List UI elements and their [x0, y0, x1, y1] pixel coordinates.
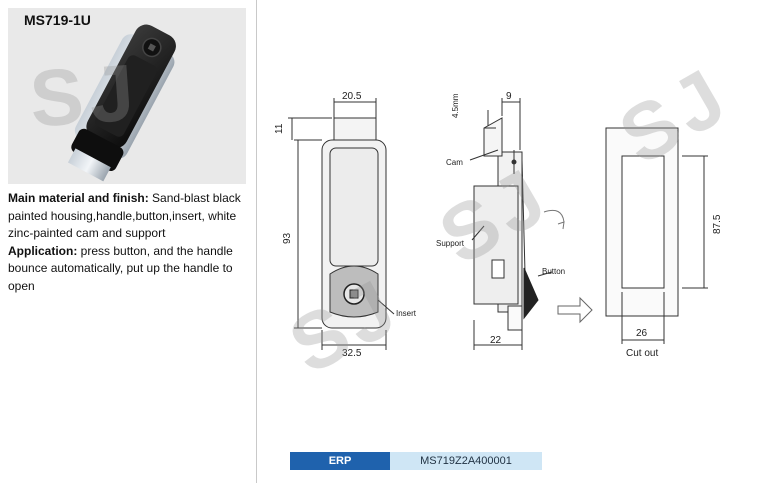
- cutout-view: [605, 127, 708, 344]
- product-description: Main material and finish: Sand-blast bla…: [8, 190, 254, 295]
- front-dim-top: 20.5: [342, 91, 362, 102]
- product-photo: MS719-1U: [8, 8, 246, 184]
- cutout-dim-height: 87.5: [712, 214, 723, 234]
- cutout-label: Cut out: [626, 348, 658, 359]
- front-dim-top-offset: 11: [274, 123, 285, 134]
- panel-divider: [256, 0, 257, 483]
- front-view: [288, 98, 395, 350]
- side-dim-bottom: 22: [490, 335, 502, 346]
- front-dim-height: 93: [282, 232, 293, 244]
- label-button: Button: [542, 267, 565, 276]
- application-label: Application:: [8, 243, 78, 258]
- side-dim-cam: 4.5mm: [451, 93, 460, 118]
- erp-label: ERP: [290, 452, 390, 470]
- material-label: Main material and finish:: [8, 191, 149, 205]
- erp-value: MS719Z2A400001: [390, 452, 542, 470]
- material-text: Sand-blast black painted housing,handle,…: [8, 191, 241, 240]
- cutout-dim-width: 26: [636, 328, 648, 339]
- technical-drawing: 20.5 11 93 32.5 Insert 9 4.5mm Cam Suppo…: [274, 91, 723, 359]
- erp-bar: ERP MS719Z2A400001: [290, 452, 542, 470]
- side-view: [469, 98, 593, 350]
- application-text: press button, and the handle bounce auto…: [8, 243, 233, 293]
- side-dim-top: 9: [506, 91, 512, 102]
- label-support: Support: [436, 239, 465, 248]
- label-insert: Insert: [396, 309, 417, 318]
- front-dim-bottom: 32.5: [342, 348, 362, 359]
- model-title: MS719-1U: [24, 12, 91, 28]
- label-cam: Cam: [446, 158, 463, 167]
- product-image: [67, 24, 176, 182]
